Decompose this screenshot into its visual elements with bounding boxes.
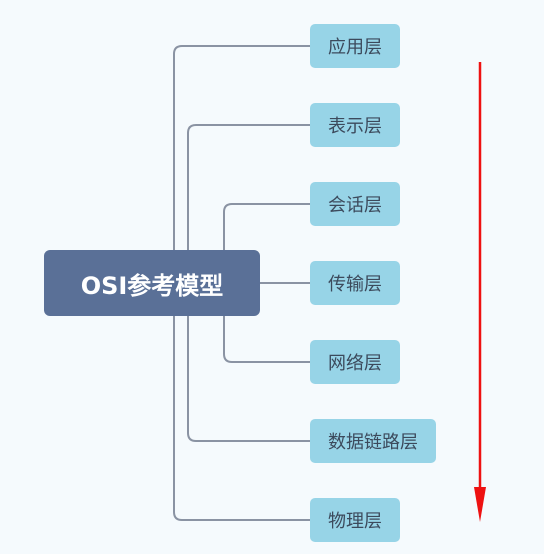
node-application-layer: 应用层 <box>310 24 400 68</box>
node-network-layer: 网络层 <box>310 340 400 384</box>
node-datalink-layer: 数据链路层 <box>310 419 436 463</box>
connector-application <box>173 45 310 316</box>
connector-session <box>223 203 310 250</box>
root-node-osi-model: OSI参考模型 <box>44 250 260 316</box>
connector-datalink <box>187 316 310 442</box>
node-presentation-layer: 表示层 <box>310 103 400 147</box>
red-arrow-head <box>474 487 486 522</box>
connector-physical <box>173 316 310 521</box>
connector-presentation <box>187 124 310 250</box>
node-physical-layer: 物理层 <box>310 498 400 542</box>
node-transport-layer: 传输层 <box>310 261 400 305</box>
connector-network <box>223 316 310 363</box>
node-session-layer: 会话层 <box>310 182 400 226</box>
